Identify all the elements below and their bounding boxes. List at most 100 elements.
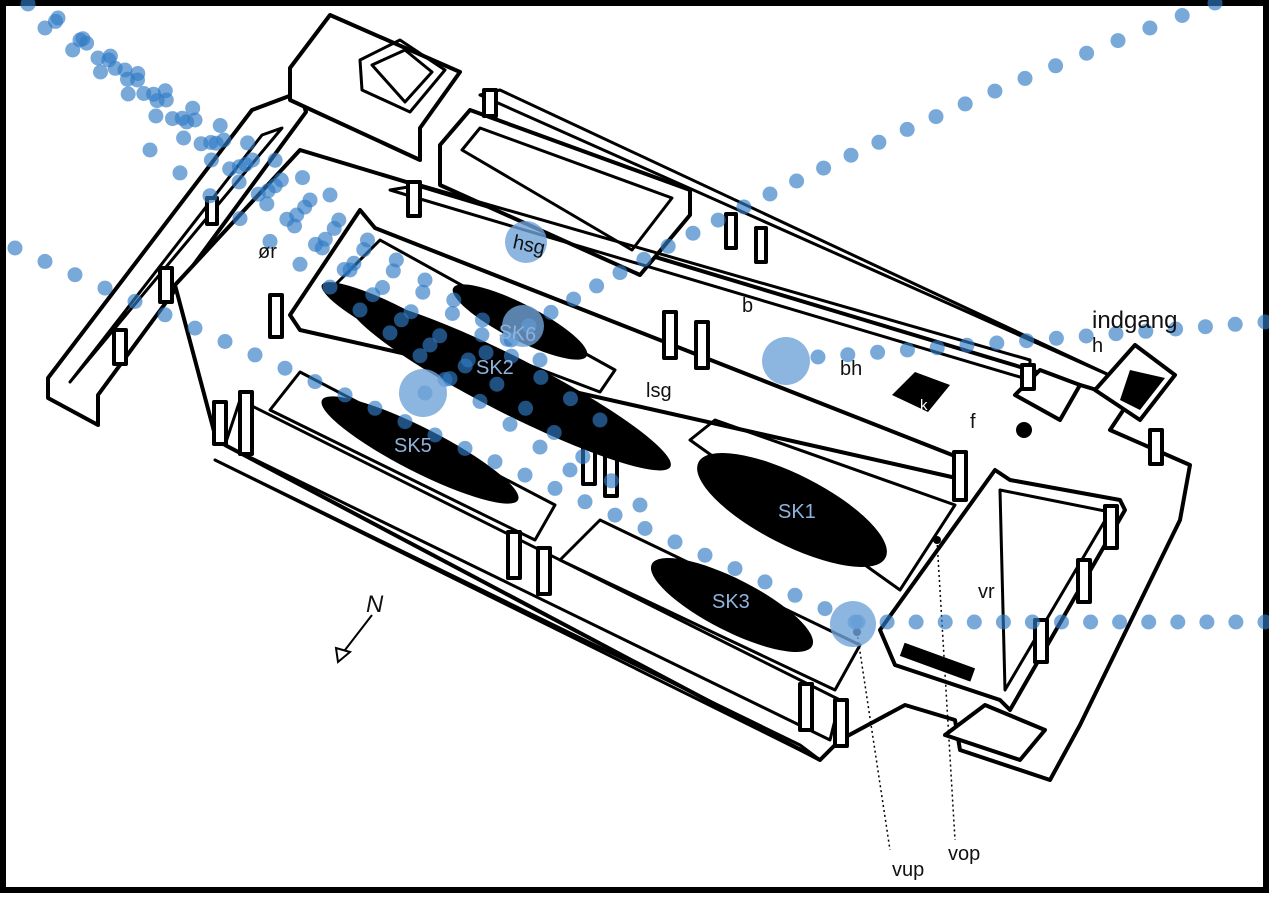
label-f: f [970, 411, 976, 433]
dot-trail-sw [548, 481, 563, 496]
dot-trail-ne [1111, 33, 1126, 48]
dot-trail-east-top [870, 345, 885, 360]
dot-trail-sw [698, 548, 713, 563]
dot-trail-sw [608, 508, 623, 523]
dot-trail-nw-e [415, 285, 430, 300]
dot-trail-nw-a [295, 170, 310, 185]
dot-trail-nw-b [176, 131, 191, 146]
dot-trail-east-bottom [996, 615, 1011, 630]
dot-trail-sw [668, 534, 683, 549]
dot-trail-nw-f [146, 87, 161, 102]
dot-trail-nw-f [547, 425, 562, 440]
dot-trail-east-bottom [1025, 615, 1040, 630]
dot-trail-ne [686, 226, 701, 241]
dot-trail-east-bottom [1054, 615, 1069, 630]
dot-trail-east-top [1228, 317, 1243, 332]
dot-trail-nw-b [232, 175, 247, 190]
dot-trail-nw-g [233, 211, 248, 226]
dot-trail-nw-f [432, 328, 447, 343]
dot-trail-sw [248, 347, 263, 362]
dot-trail-nw-b [38, 21, 53, 36]
dot-trail-sw [38, 254, 53, 269]
dot-trail-sw [8, 241, 23, 256]
dot-trail-nw-f [518, 401, 533, 416]
dot-trail-east-bottom [1258, 615, 1269, 630]
dot-trail-east-bottom [1170, 615, 1185, 630]
dot-trail-ne [589, 278, 604, 293]
dot-trail-ne [1208, 0, 1223, 11]
dot-trail-nw-f [203, 135, 218, 150]
dot-trail-east-top [900, 343, 915, 358]
dot-trail-east-top [1019, 333, 1034, 348]
dot-trail-nw-e [593, 413, 608, 428]
dot-trail-east-top [989, 336, 1004, 351]
dot-trail-nw-g [323, 280, 338, 295]
ship-label-sk2: SK2 [476, 357, 514, 379]
ship-label-sk6: SK6 [498, 321, 538, 346]
ship-label-sk3: SK3 [712, 591, 750, 613]
dot-trail-nw-g [413, 348, 428, 363]
dot-trail-sw [728, 561, 743, 576]
dot-trail-nw-f [461, 353, 476, 368]
dot-trail-ne [958, 96, 973, 111]
dot-trail-sw [578, 494, 593, 509]
dot-trail-sw [278, 361, 293, 376]
dot-trail-east-bottom [1083, 615, 1098, 630]
dot-trail-ne [763, 187, 778, 202]
dot-trail-ne [844, 148, 859, 163]
dot-trail-sw [68, 267, 83, 282]
dot-trail-nw-f [404, 304, 419, 319]
dot-trail-nw-f [118, 63, 133, 78]
dot-trail-sw [638, 521, 653, 536]
dot-trail-east-bottom [880, 615, 895, 630]
label-b: b [742, 295, 753, 317]
dot-trail-nw-g [473, 394, 488, 409]
dot-trail-ne [871, 135, 886, 150]
dot-trail-east-top [930, 340, 945, 355]
dot-trail-nw-g [533, 440, 548, 455]
dot-trail-nw-e [533, 370, 548, 385]
dot-trail-east-bottom [1112, 615, 1127, 630]
dot-trail-ne [929, 109, 944, 124]
dot-trail-nw-f [633, 498, 648, 513]
dot-trail-nw-f [575, 449, 590, 464]
dot-trail-sw [458, 441, 473, 456]
highlight-circle-sk2 [399, 369, 447, 417]
dot-trail-east-top [960, 338, 975, 353]
north-arrow: N [336, 591, 384, 662]
dot-trail-nw-d [475, 313, 490, 328]
dot-trail-ne [636, 252, 651, 267]
dot-trail-ne [1079, 46, 1094, 61]
dot-trail-ne [566, 292, 581, 307]
dot-trail-sw [788, 588, 803, 603]
label-vop: vop [948, 843, 980, 865]
dot-trail-nw-g [383, 325, 398, 340]
dot-trail-nw-c [51, 11, 66, 26]
dot-trail-nw-g [143, 143, 158, 158]
dot-trail-east-top [1198, 319, 1213, 334]
dot-trail-nw-g [173, 165, 188, 180]
dot-trail-ne [789, 174, 804, 189]
dot-trail-east-top [1049, 331, 1064, 346]
dot-trail-sw [368, 401, 383, 416]
dot-trail-sw [818, 601, 833, 616]
dot-trail-east-bottom [1199, 615, 1214, 630]
nw-tower-block [290, 15, 460, 160]
dot-trail-nw-f [261, 183, 276, 198]
dot-trail-ne [1048, 58, 1063, 73]
label-oer: ør [258, 241, 277, 263]
dot-trail-nw-d [73, 33, 88, 48]
label-indgang: indgang [1092, 307, 1177, 334]
dot-trail-nw-d [446, 293, 461, 308]
dot-trail-east-bottom [1141, 615, 1156, 630]
dot-trail-nw-e [91, 51, 106, 66]
label-vup: vup [892, 859, 924, 881]
dot-trail-nw-g [503, 417, 518, 432]
dot-trail-nw-e [386, 263, 401, 278]
dot-trail-nw-a [213, 118, 228, 133]
dot-trail-nw-f [346, 256, 361, 271]
dot-trail-nw-g [353, 303, 368, 318]
label-k: k [920, 397, 928, 414]
